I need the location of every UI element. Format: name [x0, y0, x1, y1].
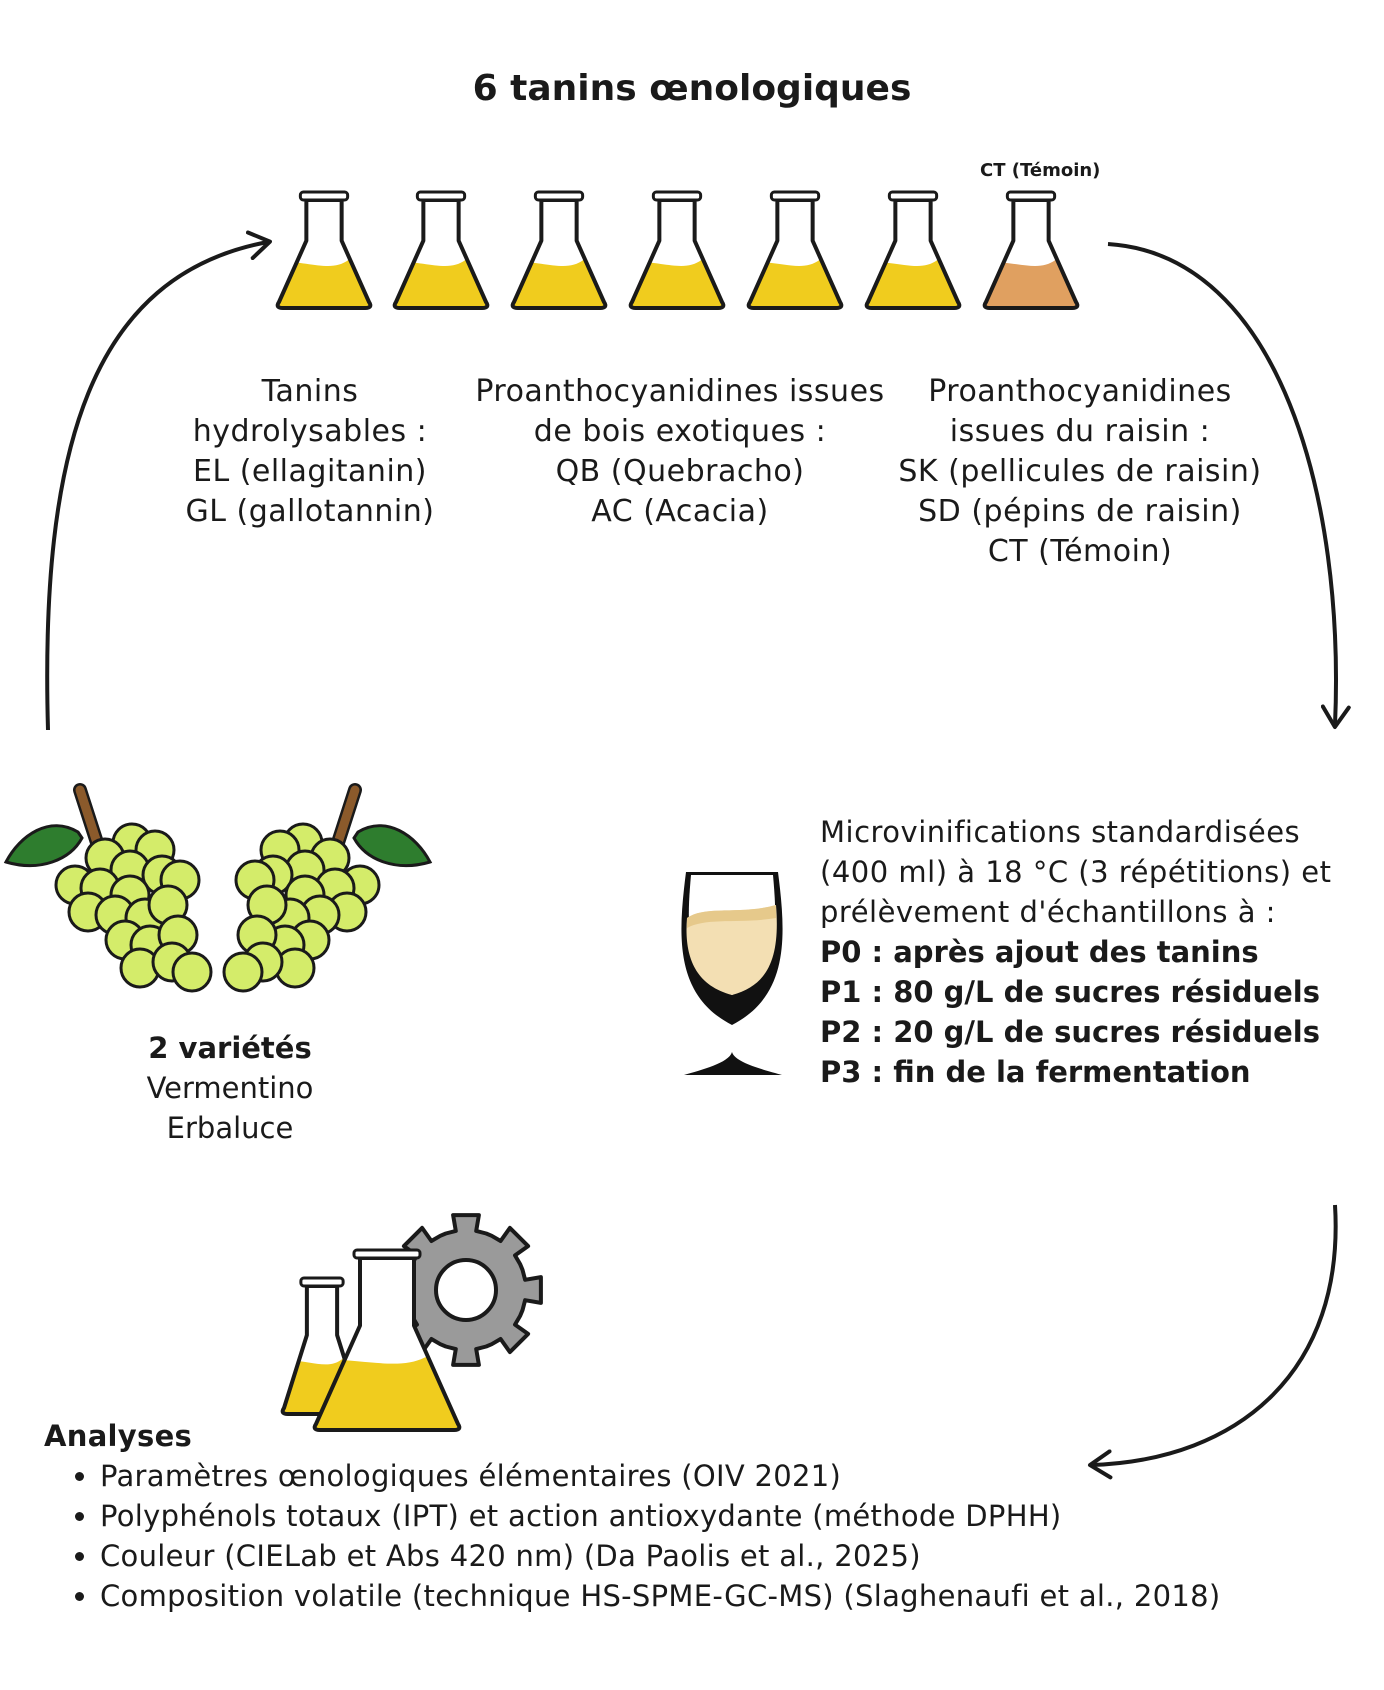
category-line: Tanins [261, 374, 359, 409]
category-line: de bois exotiques : [533, 414, 827, 449]
microvinification-block: Microvinifications standardisées (400 ml… [820, 812, 1332, 1092]
analysis-item: Polyphénols totaux (IPT) et action antio… [100, 1496, 1220, 1536]
diagram-title: 6 tanins œnologiques [472, 68, 912, 109]
analyses-heading: Analyses [44, 1419, 193, 1453]
large-lab-flask-icon [312, 1248, 462, 1432]
category-line: Proanthocyanidines issues [475, 374, 885, 409]
analysis-item: Composition volatile (technique HS-SPME-… [100, 1576, 1220, 1616]
category-line: issues du raisin : [949, 414, 1211, 449]
arrow-up-left [45, 230, 272, 731]
analyses-list: Paramètres œnologiques élémentaires (OIV… [44, 1456, 1220, 1616]
micro-intro-line: (400 ml) à 18 °C (3 répétitions) et [820, 855, 1332, 889]
tannin-flask-icon [746, 190, 844, 310]
category-line: QB (Quebracho) [555, 454, 805, 489]
tannin-flask-icon [510, 190, 608, 310]
sampling-point: P3 : fin de la fermentation [820, 1055, 1251, 1089]
sampling-point: P1 : 80 g/L de sucres résiduels [820, 975, 1320, 1009]
micro-intro-line: prélèvement d'échantillons à : [820, 895, 1276, 929]
category-line: SD (pépins de raisin) [918, 494, 1242, 529]
variety-item: Erbaluce [166, 1111, 294, 1145]
variety-item: Vermentino [146, 1071, 314, 1105]
micro-intro-line: Microvinifications standardisées [820, 815, 1301, 849]
sampling-point: P2 : 20 g/L de sucres résiduels [820, 1015, 1320, 1049]
tannin-flask-icon [864, 190, 962, 310]
grape-bunch-right-icon [222, 783, 433, 993]
wine-glass-icon [681, 872, 783, 1075]
varieties-block: 2 variétés Vermentino Erbaluce [100, 1028, 360, 1148]
analyses-block: Analyses Paramètres œnologiques élémenta… [44, 1416, 1220, 1616]
category-line: AC (Acacia) [591, 494, 769, 529]
analysis-item: Couleur (CIELab et Abs 420 nm) (Da Paoli… [100, 1536, 1220, 1576]
category-line: SK (pellicules de raisin) [898, 454, 1262, 489]
arrow-down-left [1088, 1204, 1338, 1480]
category-line: GL (gallotannin) [185, 494, 435, 529]
analysis-item: Paramètres œnologiques élémentaires (OIV… [100, 1456, 1220, 1496]
category-grape: Proanthocyanidines issues du raisin : SK… [895, 372, 1265, 572]
category-line: Proanthocyanidines [928, 374, 1232, 409]
category-hydrolysable: Tanins hydrolysables : EL (ellagitanin) … [160, 372, 460, 532]
lab-flasks-icon [280, 1248, 462, 1432]
flask-row [275, 190, 1080, 310]
varieties-heading: 2 variétés [148, 1031, 312, 1065]
sampling-point: P0 : après ajout des tanins [820, 935, 1259, 969]
category-line: CT (Témoin) [987, 534, 1173, 569]
tannin-flask-icon [628, 190, 726, 310]
control-flask-label: CT (Témoin) [980, 160, 1101, 181]
category-exotic-wood: Proanthocyanidines issues de bois exotiq… [470, 372, 890, 532]
category-line: EL (ellagitanin) [192, 454, 427, 489]
control-flask-icon [982, 190, 1080, 310]
arrow-down-right [1107, 242, 1351, 729]
grape-bunch-left-icon [3, 783, 213, 993]
tannin-flask-icon [275, 190, 373, 310]
tannin-flask-icon [392, 190, 490, 310]
category-line: hydrolysables : [192, 414, 428, 449]
